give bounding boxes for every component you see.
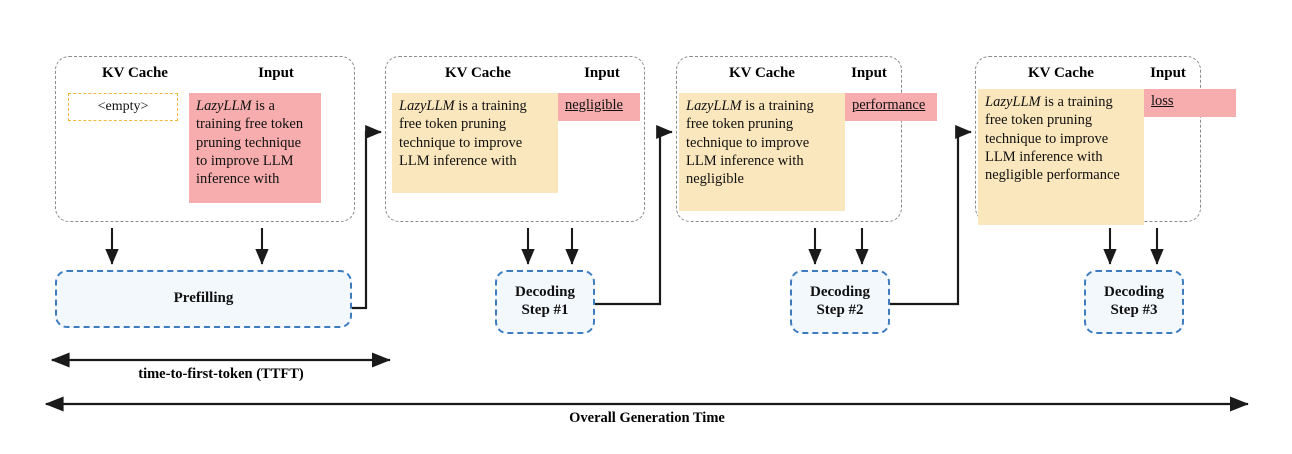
feedback-connector-decoding-2: [890, 124, 972, 306]
kv-cache-box: LazyLLM is a training free token pruning…: [392, 93, 558, 193]
state-panel-2: KV Cache Input LazyLLM is a training fre…: [676, 56, 937, 222]
state-panel-1: KV Cache Input LazyLLM is a training fre…: [385, 56, 645, 222]
compute-box-decoding-3[interactable]: Decoding Step #3: [1084, 270, 1184, 334]
input-prompt-box: LazyLLM is a training free token pruning…: [189, 93, 321, 203]
input-header: Input: [1150, 65, 1186, 81]
state-panel-3: KV Cache Input LazyLLM is a training fre…: [975, 56, 1236, 225]
kv-cache-emphasis: LazyLLM: [985, 94, 1041, 110]
kv-cache-header: KV Cache: [1028, 65, 1094, 81]
input-prompt-text: is a training free token pruning techniq…: [196, 98, 304, 188]
input-header: Input: [851, 65, 887, 81]
feed-arrows-panel-0: [105, 228, 269, 265]
feed-arrows-panel-2: [808, 228, 869, 265]
kv-cache-box: LazyLLM is a training free token pruning…: [978, 89, 1144, 225]
input-header: Input: [584, 65, 620, 81]
kv-cache-header: KV Cache: [102, 65, 168, 81]
feedback-connector-prefilling: [352, 124, 382, 310]
compute-box-label-line1: Decoding: [515, 284, 575, 301]
input-token-text: performance: [852, 97, 926, 113]
input-header: Input: [258, 65, 294, 81]
feedback-connector-decoding-1: [595, 124, 673, 306]
kv-cache-emphasis: LazyLLM: [399, 98, 455, 114]
kv-cache-text: is a training free token pruning techniq…: [399, 98, 527, 169]
feed-arrows-panel-3: [1103, 228, 1164, 265]
compute-box-prefilling[interactable]: Prefilling: [55, 270, 352, 328]
input-prompt-emphasis: LazyLLM: [196, 98, 252, 114]
ttft-label: time-to-first-token (TTFT): [138, 366, 304, 382]
state-panel-0: KV Cache Input <empty> LazyLLM is a trai…: [55, 56, 355, 222]
compute-box-label-line1: Decoding: [810, 284, 870, 301]
compute-box-decoding-1[interactable]: Decoding Step #1: [495, 270, 595, 334]
compute-box-decoding-2[interactable]: Decoding Step #2: [790, 270, 890, 334]
input-token-box: loss: [1144, 89, 1236, 117]
kv-cache-empty-label: <empty>: [97, 99, 149, 114]
input-token-box: negligible: [558, 93, 640, 121]
input-token-text: loss: [1151, 93, 1174, 109]
compute-box-label-line2: Step #3: [1110, 302, 1158, 318]
kv-cache-emphasis: LazyLLM: [686, 98, 742, 114]
overall-time-label: Overall Generation Time: [569, 410, 725, 426]
kv-cache-header: KV Cache: [445, 65, 511, 81]
kv-cache-text: is a training free token pruning techniq…: [985, 94, 1120, 184]
feed-arrows-panel-1: [521, 228, 579, 265]
compute-box-label-line1: Decoding: [1104, 284, 1164, 301]
kv-cache-empty-box: <empty>: [68, 93, 178, 121]
kv-cache-box: LazyLLM is a training free token pruning…: [679, 93, 845, 211]
kv-cache-text: is a training free token pruning techniq…: [686, 98, 814, 188]
input-token-box: performance: [845, 93, 937, 121]
compute-box-label-line2: Step #1: [521, 302, 569, 318]
compute-box-label-line2: Step #2: [816, 302, 864, 318]
kv-cache-header: KV Cache: [729, 65, 795, 81]
compute-box-label: Prefilling: [173, 290, 234, 307]
input-token-text: negligible: [565, 97, 623, 113]
